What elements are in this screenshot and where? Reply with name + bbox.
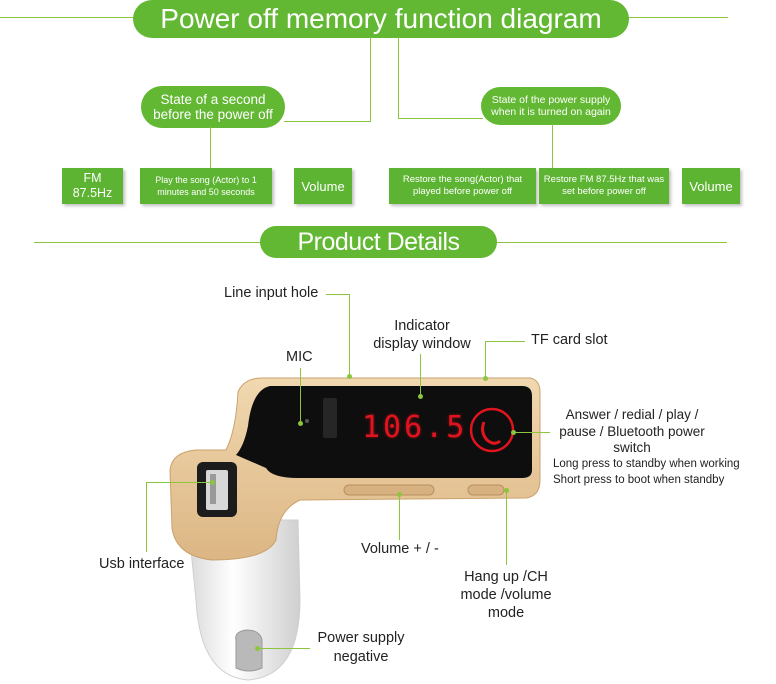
right-state-pill: State of the power supply when it is tur…	[481, 87, 621, 125]
header-rule-right	[628, 17, 728, 18]
label-indicator-window: Indicator display window	[373, 318, 471, 352]
header-rule-left	[0, 17, 135, 18]
label-line-input-hole: Line input hole	[224, 285, 319, 301]
display-black-face	[236, 386, 532, 478]
label-answer-switch: Answer / redial / play / pause / Bluetoo…	[559, 407, 705, 455]
connector-left-vertical	[370, 37, 371, 122]
callout-line-input-h	[326, 294, 350, 295]
callout-hangup-v	[506, 490, 507, 565]
connector-right-horizontal	[398, 118, 483, 119]
callout-volume-v	[399, 494, 400, 540]
label-mic: MIC	[286, 349, 313, 365]
connector-left-horizontal	[284, 121, 371, 122]
callout-answer-h	[513, 432, 550, 433]
label-volume: Volume + / -	[361, 541, 439, 557]
section-title: Product Details	[260, 226, 497, 258]
callout-answer-dot	[511, 430, 516, 435]
callout-volume-dot	[397, 492, 402, 497]
left-volume-box: Volume	[294, 168, 352, 204]
callout-hangup-dot	[504, 488, 509, 493]
label-usb-interface: Usb interface	[99, 556, 185, 572]
callout-tf-v	[485, 341, 486, 378]
callout-mic-dot	[298, 421, 303, 426]
label-hang-up: Hang up /CH mode /volume mode	[460, 569, 552, 621]
callout-power-dot	[255, 646, 260, 651]
left-state-pill: State of a second before the power off	[141, 86, 285, 128]
label-tf-card-slot: TF card slot	[531, 332, 608, 348]
callout-usb-dot	[210, 480, 215, 485]
label-long-press: Long press to standby when working	[553, 458, 740, 470]
page-title: Power off memory function diagram	[133, 0, 629, 38]
callout-indicator-v	[420, 354, 421, 396]
callout-tf-h	[485, 341, 525, 342]
callout-indicator-dot	[418, 394, 423, 399]
callout-usb-h	[146, 482, 212, 483]
fm-frequency-box: FM 87.5Hz	[62, 168, 123, 204]
callout-line-input-v	[349, 294, 350, 376]
callout-mic-v	[300, 368, 301, 423]
details-rule-left	[34, 242, 262, 243]
song-progress-box: Play the song (Actor) to 1 minutes and 5…	[140, 168, 272, 204]
restore-song-box: Restore the song(Actor) that played befo…	[389, 168, 536, 204]
restore-fm-box: Restore FM 87.5Hz that was set before po…	[539, 168, 669, 204]
callout-usb-v	[146, 482, 147, 552]
callout-line-input-dot	[347, 374, 352, 379]
power-contact-tip	[235, 629, 263, 672]
left-drop-line	[210, 127, 211, 169]
callout-power-h	[257, 648, 310, 649]
mic-hole	[305, 419, 309, 423]
details-rule-right	[496, 242, 727, 243]
hangup-button-shape	[467, 484, 505, 496]
right-drop-line	[552, 124, 553, 170]
label-power-supply: Power supply negative	[317, 630, 405, 665]
label-short-press: Short press to boot when standby	[553, 474, 725, 486]
volume-button-shape	[343, 484, 435, 496]
led-display-reading: 106.5	[362, 410, 468, 445]
tf-slot-shape	[323, 398, 337, 438]
callout-tf-dot	[483, 376, 488, 381]
usb-port-slot	[206, 470, 228, 510]
right-volume-box: Volume	[682, 168, 740, 204]
connector-right-vertical	[398, 37, 399, 119]
